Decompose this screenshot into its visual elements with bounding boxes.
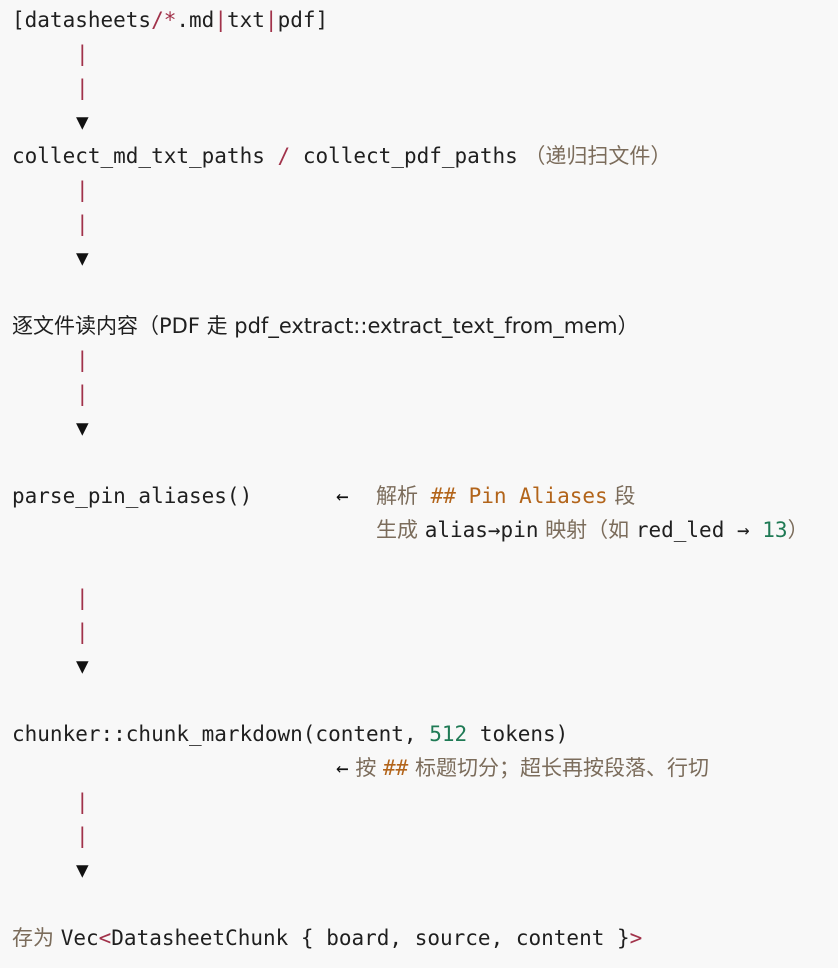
flow-pipe: |: [76, 42, 89, 66]
flow-pipe: |: [76, 178, 89, 202]
flow-pipe: |: [76, 382, 89, 406]
collect-paths-line: collect_md_txt_paths / collect_pdf_paths…: [12, 144, 672, 168]
flow-pipe: |: [76, 348, 89, 372]
down-arrow-icon: ▼: [76, 654, 89, 678]
flow-pipe: |: [76, 76, 89, 100]
down-arrow-icon: ▼: [76, 858, 89, 882]
chunker-line: chunker::chunk_markdown(content, 512 tok…: [12, 722, 569, 746]
parse-pin-aliases-note: 解析 ## Pin Aliases 段: [376, 484, 636, 508]
alias-map-note: 生成 alias→pin 映射（如 red_led → 13）: [376, 518, 809, 542]
down-arrow-icon: ▼: [76, 110, 89, 134]
read-files-line: 逐文件读内容（PDF 走 pdf_extract::extract_text_f…: [12, 314, 639, 338]
down-arrow-icon: ▼: [76, 246, 89, 270]
left-arrow-icon: ←: [336, 484, 349, 508]
parse-pin-aliases-line: parse_pin_aliases(): [12, 484, 253, 508]
flow-pipe: |: [76, 212, 89, 236]
down-arrow-icon: ▼: [76, 416, 89, 440]
flow-pipe: |: [76, 790, 89, 814]
store-vec-line: 存为 Vec<DatasheetChunk { board, source, c…: [12, 926, 643, 950]
datasheets-input-line: [datasheets/*.md|txt|pdf]: [12, 8, 329, 32]
flow-pipe: |: [76, 824, 89, 848]
chunker-note: ← 按 ## 标题切分；超长再按段落、行切: [336, 756, 709, 780]
flow-pipe: |: [76, 620, 89, 644]
flow-pipe: |: [76, 586, 89, 610]
